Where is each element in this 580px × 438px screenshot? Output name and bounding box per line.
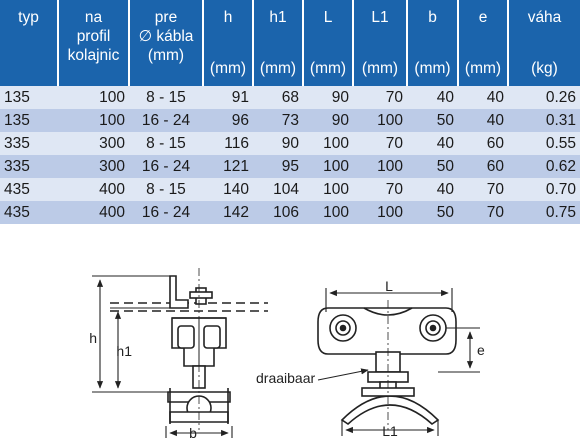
cell-profil: 300 (58, 132, 129, 155)
cell-L: 100 (303, 132, 353, 155)
cell-b: 40 (407, 86, 458, 109)
cell-profil: 100 (58, 109, 129, 132)
cell-b: 50 (407, 109, 458, 132)
wheel-right (203, 325, 221, 349)
dim-L1-label: L1 (382, 423, 398, 438)
cell-b: 50 (407, 155, 458, 178)
wheel-left (177, 325, 195, 349)
cell-h: 91 (203, 86, 253, 109)
header-L1: L1 (mm) (353, 0, 408, 86)
header-vaha: váha (kg) (508, 0, 580, 86)
cell-L1: 100 (353, 155, 407, 178)
dim-e-label: e (477, 342, 485, 358)
cell-L: 100 (303, 201, 353, 224)
cell-e: 70 (458, 178, 508, 201)
front-view-dimensions (317, 288, 480, 436)
cell-h: 121 (203, 155, 253, 178)
cell-h1: 68 (253, 86, 303, 109)
header-h: h (mm) (203, 0, 254, 86)
cell-L: 100 (303, 178, 353, 201)
cable-saddle (340, 395, 440, 426)
cell-kabla: 16 - 24 (129, 109, 203, 132)
cell-h: 140 (203, 178, 253, 201)
cell-kabla: 8 - 15 (129, 86, 203, 109)
cell-typ: 335 (0, 132, 58, 155)
cell-typ: 335 (0, 155, 58, 178)
cell-vaha: 0.26 (508, 86, 580, 109)
cell-typ: 135 (0, 109, 58, 132)
cell-typ: 135 (0, 86, 58, 109)
side-view-dimensions (92, 275, 233, 438)
cell-profil: 300 (58, 155, 129, 178)
spec-table: typ na profil kolajnic pre ∅ kábla (mm) … (0, 0, 580, 224)
cell-h1: 90 (253, 132, 303, 155)
header-e: e (mm) (458, 0, 509, 86)
cell-L1: 70 (353, 86, 407, 109)
cell-kabla: 16 - 24 (129, 201, 203, 224)
cell-h1: 73 (253, 109, 303, 132)
front-view-drawing (317, 300, 457, 430)
cell-typ: 435 (0, 178, 58, 201)
cell-e: 70 (458, 201, 508, 224)
cell-profil: 100 (58, 86, 129, 109)
top-bracket (169, 275, 189, 309)
cell-typ: 435 (0, 201, 58, 224)
cell-kabla: 8 - 15 (129, 178, 203, 201)
cell-L: 90 (303, 86, 353, 109)
cell-e: 40 (458, 86, 508, 109)
cell-L1: 100 (353, 201, 407, 224)
cell-profil: 400 (58, 201, 129, 224)
cell-vaha: 0.75 (508, 201, 580, 224)
cell-profil: 400 (58, 178, 129, 201)
cell-L: 90 (303, 109, 353, 132)
rail-profile (110, 302, 268, 312)
cell-h: 142 (203, 201, 253, 224)
cell-b: 50 (407, 201, 458, 224)
cell-vaha: 0.70 (508, 178, 580, 201)
cell-L1: 70 (353, 178, 407, 201)
header-typ: typ (0, 0, 59, 86)
cell-kabla: 8 - 15 (129, 132, 203, 155)
table-header-row: typ na profil kolajnic pre ∅ kábla (mm) … (0, 0, 580, 86)
cell-e: 40 (458, 109, 508, 132)
cell-h1: 104 (253, 178, 303, 201)
dim-h1-label: h1 (116, 343, 132, 359)
cell-e: 60 (458, 155, 508, 178)
cell-b: 40 (407, 132, 458, 155)
cell-L: 100 (303, 155, 353, 178)
cell-vaha: 0.31 (508, 109, 580, 132)
header-kabla: pre ∅ kábla (mm) (129, 0, 204, 86)
cell-h1: 95 (253, 155, 303, 178)
dim-b-label: b (189, 425, 197, 438)
dim-h-label: h (89, 330, 97, 346)
cell-L1: 100 (353, 109, 407, 132)
header-profil: na profil kolajnic (58, 0, 130, 86)
cell-h: 96 (203, 109, 253, 132)
dim-L-label: L (385, 278, 393, 294)
cell-kabla: 16 - 24 (129, 155, 203, 178)
swivel-note: draaibaar (256, 370, 315, 386)
cell-vaha: 0.62 (508, 155, 580, 178)
cell-h1: 106 (253, 201, 303, 224)
side-view-drawing (110, 268, 268, 430)
header-b: b (mm) (407, 0, 459, 86)
cell-e: 60 (458, 132, 508, 155)
header-L: L (mm) (303, 0, 354, 86)
cell-vaha: 0.55 (508, 132, 580, 155)
header-h1: h1 (mm) (253, 0, 304, 86)
cell-L1: 70 (353, 132, 407, 155)
cell-b: 40 (407, 178, 458, 201)
cell-h: 116 (203, 132, 253, 155)
